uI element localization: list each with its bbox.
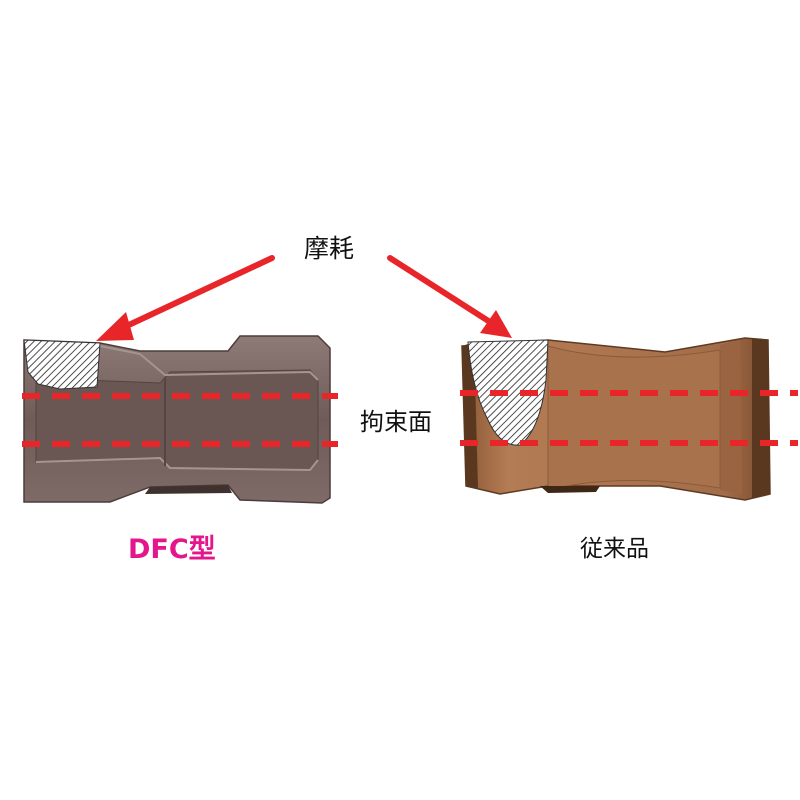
dfc-insert-bottom-slot — [145, 485, 232, 494]
wear-arrow-left-icon — [96, 255, 275, 341]
conventional-insert-right-face — [752, 338, 770, 498]
wear-label: 摩耗 — [304, 234, 355, 263]
conventional-insert-center-face — [547, 345, 721, 491]
dfc-insert-lower-ridge — [35, 456, 319, 472]
dfc-insert-upper-ridge — [99, 345, 319, 381]
conventional-insert-bottom-slot — [540, 486, 600, 493]
conventional-insert-right-ridge — [720, 340, 742, 495]
dfc-insert — [23, 335, 331, 504]
constraint-surface-label: 拘束面 — [360, 408, 432, 436]
constraint-lines — [22, 390, 798, 447]
conventional-label: 従来品 — [580, 536, 649, 562]
conventional-insert — [461, 337, 771, 501]
dfc-wear-hatch-icon — [23, 339, 101, 390]
wear-arrow-right-icon — [387, 255, 512, 338]
dfc-type-label: DFC型 — [128, 534, 216, 565]
